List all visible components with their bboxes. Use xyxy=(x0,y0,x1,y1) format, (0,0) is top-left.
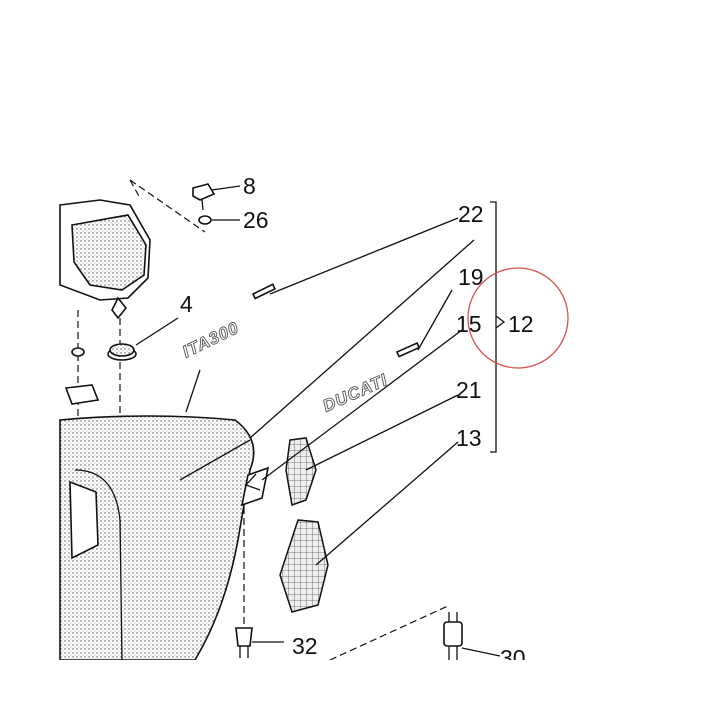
air-vent-part-13 xyxy=(279,519,329,613)
leader-line-15 xyxy=(261,329,463,481)
group-bracket xyxy=(490,201,497,453)
clip-part xyxy=(64,384,100,405)
grommet-part-4 xyxy=(107,343,137,361)
callout-15: 15 xyxy=(456,311,482,337)
decal-tank-logo: DUCATI xyxy=(319,341,421,416)
side-panel-part-15 xyxy=(240,466,270,507)
leader-line-8 xyxy=(211,185,241,191)
leader-line-tank xyxy=(185,369,201,413)
assembly-line-bottom xyxy=(329,604,451,661)
callout-13: 13 xyxy=(456,425,482,451)
group-bracket-tip xyxy=(495,315,506,329)
leader-line-30 xyxy=(461,647,501,657)
callout-21: 21 xyxy=(456,377,482,403)
tank-logo-text: DUCATI xyxy=(320,370,391,416)
air-vent-part-21 xyxy=(285,437,317,507)
callout-32: 32 xyxy=(292,633,318,659)
leader-line-4 xyxy=(135,317,179,346)
highlight-circle xyxy=(467,267,569,369)
screw-part-8 xyxy=(192,183,216,211)
leader-line-13 xyxy=(315,441,459,566)
callout-19: 19 xyxy=(458,264,484,290)
leader-line-tank-long xyxy=(249,239,475,439)
callout-26: 26 xyxy=(243,207,269,233)
callout-22: 22 xyxy=(458,201,484,227)
callout-12: 12 xyxy=(508,311,534,337)
bolt-part-32 xyxy=(235,627,253,658)
fuel-tank-part xyxy=(59,415,255,661)
washer-part-26 xyxy=(198,215,212,225)
front-cover-part xyxy=(59,179,206,320)
side-logo-text: ITA300 xyxy=(179,318,242,362)
rubber-grommet-left xyxy=(71,347,85,357)
callout-8: 8 xyxy=(243,173,256,199)
leader-line-19 xyxy=(417,289,453,351)
leader-line-22 xyxy=(269,217,459,295)
leader-line-21 xyxy=(305,394,459,471)
callout-4: 4 xyxy=(180,291,193,317)
crop-mask xyxy=(0,660,720,720)
decal-side-logo: ITA300 xyxy=(179,283,277,362)
bolt-part-30 xyxy=(443,612,463,660)
